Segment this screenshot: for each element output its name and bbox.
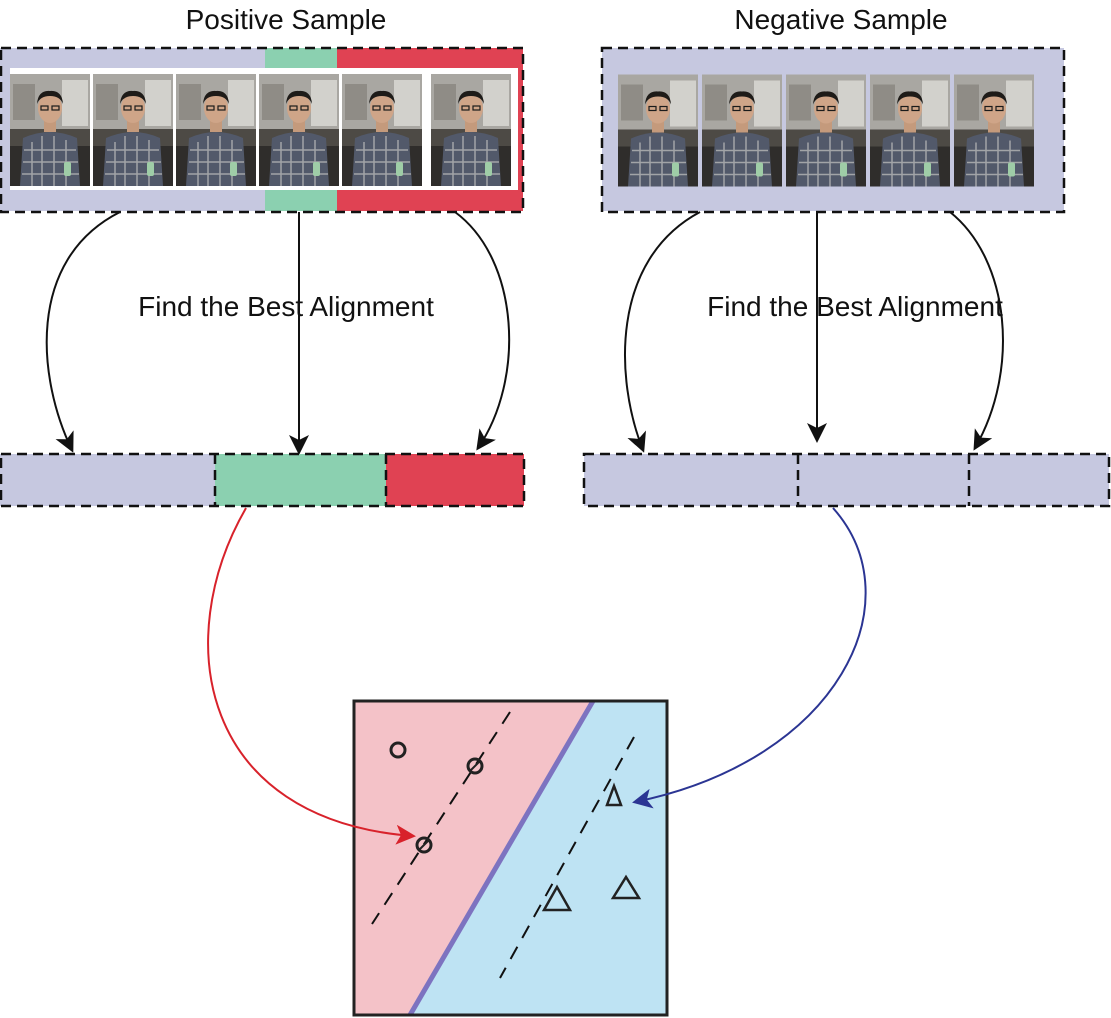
video-frame-5	[342, 73, 422, 187]
circle-icon	[415, 836, 433, 854]
alignment-label-left: Find the Best Alignment	[138, 291, 434, 322]
positive-margin	[371, 711, 511, 925]
alignment-arrow	[454, 211, 511, 451]
video-frame-6	[431, 73, 511, 187]
negative-sample-strip	[600, 46, 1066, 214]
triangle-icon	[605, 782, 623, 807]
triangle-icon	[541, 884, 573, 912]
positive-segment-bar	[0, 452, 526, 508]
video-frame-2	[93, 73, 173, 187]
decision-boundary	[407, 699, 596, 1017]
negative-region	[410, 701, 667, 1015]
alignment-arrow	[949, 211, 1004, 451]
circle-icon	[466, 757, 484, 775]
negative-sample-title: Negative Sample	[734, 4, 947, 35]
positive-sample-title: Positive Sample	[186, 4, 387, 35]
video-frame-4	[870, 74, 950, 187]
classifier-frame	[352, 699, 669, 1017]
alignment-label-right: Find the Best Alignment	[707, 291, 1003, 322]
video-frame-3	[786, 74, 866, 187]
video-frame-1	[10, 73, 90, 187]
positive-region	[354, 701, 593, 1015]
positive-sample-strip	[0, 46, 525, 214]
video-frame-3	[176, 73, 256, 187]
negative-feature-arrow	[632, 507, 867, 809]
video-frame-4	[259, 73, 339, 187]
circle-icon	[389, 741, 407, 759]
alignment-arrow	[624, 211, 701, 453]
triangle-icon	[610, 874, 642, 900]
negative-segment-bar	[582, 452, 1111, 508]
classifier-panel	[352, 699, 669, 1017]
positive-feature-arrow	[207, 507, 416, 845]
video-frame-5	[954, 74, 1034, 187]
video-frame-2	[702, 74, 782, 187]
negative-margin	[499, 736, 635, 979]
video-frame-1	[618, 74, 698, 187]
alignment-arrow	[45, 211, 121, 453]
